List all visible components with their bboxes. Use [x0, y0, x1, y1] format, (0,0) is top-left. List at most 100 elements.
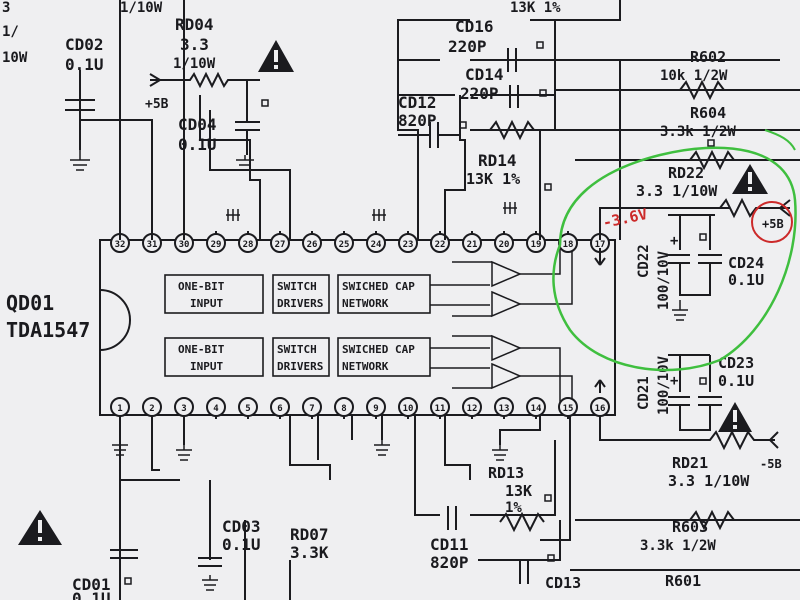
svg-text:-5B: -5B [760, 457, 782, 471]
block-label: DRIVERS [277, 360, 323, 373]
ic-pin-number: 26 [307, 240, 318, 250]
text-fragment: 13K 1% [510, 0, 561, 16]
svg-text:+: + [670, 373, 678, 389]
component-cd04: CD04 0.1U [178, 80, 260, 155]
svg-text:R602: R602 [690, 48, 726, 66]
ic-pin-number: 19 [531, 240, 542, 250]
supply-label: +5B [762, 217, 784, 231]
component-rd22: RD22 3.3 1/10W [636, 164, 791, 219]
ic-pin-number: 24 [371, 240, 382, 250]
svg-text:CD24: CD24 [728, 254, 764, 272]
component-cd16: CD16 220P [448, 17, 517, 72]
svg-text:3.3 1/10W: 3.3 1/10W [636, 182, 718, 200]
block-label: SWICHED CAP [342, 343, 415, 356]
warning-icon [718, 402, 752, 432]
ic-pin-number: 25 [339, 240, 350, 250]
svg-text:0.1U: 0.1U [65, 55, 104, 74]
ic-pin-number: 4 [213, 404, 219, 414]
svg-text:0.1U: 0.1U [222, 535, 261, 554]
ic-pin-number: 10 [403, 404, 414, 414]
ic-pin-number: 15 [563, 404, 574, 414]
svg-text:13K 1%: 13K 1% [466, 170, 520, 188]
svg-text:CD02: CD02 [65, 35, 104, 54]
svg-text:100/10V: 100/10V [656, 250, 672, 310]
ic-pin-number: 3 [181, 404, 186, 414]
svg-text:R604: R604 [690, 104, 726, 122]
svg-text:RD04: RD04 [175, 15, 214, 34]
warning-icon [732, 164, 768, 194]
svg-text:1%: 1% [505, 500, 522, 516]
component-r602: R602 10k 1/2W [660, 48, 728, 101]
ic-pin-number: 14 [531, 404, 542, 414]
ic-pin [430, 397, 450, 417]
block-label: NETWORK [342, 360, 389, 373]
ic-pin-number: 5 [245, 404, 250, 414]
svg-text:13K: 13K [505, 482, 532, 500]
block-switch-drivers-bottom [272, 337, 330, 377]
ic-pin [302, 397, 322, 417]
ic-pin [366, 397, 386, 417]
svg-text:CD14: CD14 [465, 65, 504, 84]
ic-pin [206, 233, 226, 253]
svg-text:3.3: 3.3 [180, 35, 209, 54]
ic-pin [238, 233, 258, 253]
block-label: NETWORK [342, 297, 389, 310]
svg-text:RD22: RD22 [668, 164, 704, 182]
opamp-icon [491, 260, 522, 390]
svg-text:CD11: CD11 [430, 535, 469, 554]
svg-text:CD23: CD23 [718, 354, 754, 372]
ic-pin [494, 397, 514, 417]
ic-pin-number: 28 [243, 240, 254, 250]
svg-text:3.3k 1/2W: 3.3k 1/2W [640, 538, 716, 554]
ic-pin-number: 2 [149, 404, 154, 414]
ic-pin-number: 31 [147, 240, 158, 250]
svg-text:RD21: RD21 [672, 454, 708, 472]
ic-internal-blocks: ONE-BIT INPUT SWITCH DRIVERS SWICHED CAP… [164, 243, 573, 410]
warning-icon [18, 510, 62, 545]
svg-text:3.3 1/10W: 3.3 1/10W [668, 472, 750, 490]
ic-pin-number: 30 [179, 240, 190, 250]
warning-icon [258, 40, 294, 72]
ic-pin-number: 8 [341, 404, 346, 414]
svg-text:CD12: CD12 [398, 93, 437, 112]
ic-pin [462, 233, 482, 253]
component-cd02: CD02 0.1U [65, 35, 104, 150]
component-marker-icon [124, 41, 715, 585]
svg-text:0.1U: 0.1U [72, 589, 111, 600]
block-one-bit-input-top [164, 274, 264, 314]
block-label: SWITCH [277, 280, 317, 293]
ic-pin-number: 11 [435, 404, 446, 414]
ic-pin-number: 1 [117, 404, 122, 414]
ic-pin-number: 20 [499, 240, 510, 250]
svg-text:CD03: CD03 [222, 517, 261, 536]
block-switch-drivers-top [272, 274, 330, 314]
ic-pin [366, 233, 386, 253]
svg-text:0.1U: 0.1U [718, 372, 754, 390]
ic-pin [270, 397, 290, 417]
ic-pin [334, 233, 354, 253]
component-rd13: RD13 13K 1% [488, 464, 545, 533]
ic-pin-number: 12 [467, 404, 478, 414]
svg-text:10k 1/2W: 10k 1/2W [660, 68, 728, 84]
ic-pin-number: 13 [499, 404, 510, 414]
block-swiched-cap-top [337, 274, 431, 314]
ic-qd01: QD01 TDA1547 [6, 239, 616, 416]
block-label: INPUT [190, 360, 223, 373]
component-cd23: CD23 0.1U [718, 354, 754, 390]
ic-pin [270, 233, 290, 253]
svg-text:220P: 220P [448, 37, 487, 56]
text-fragment: 1/ [2, 24, 19, 40]
ic-pin-number: 27 [275, 240, 286, 250]
component-cd14: CD14 220P [460, 65, 519, 108]
svg-text:R601: R601 [665, 572, 701, 590]
ic-pin [334, 397, 354, 417]
ic-pin [462, 397, 482, 417]
text-fragment: 10W [2, 50, 28, 66]
text-fragment: 1/10W [120, 0, 163, 16]
svg-text:CD01: CD01 [72, 575, 111, 594]
ic-ref: QD01 [6, 291, 54, 315]
svg-text:+5B: +5B [145, 97, 169, 112]
svg-text:CD04: CD04 [178, 115, 217, 134]
